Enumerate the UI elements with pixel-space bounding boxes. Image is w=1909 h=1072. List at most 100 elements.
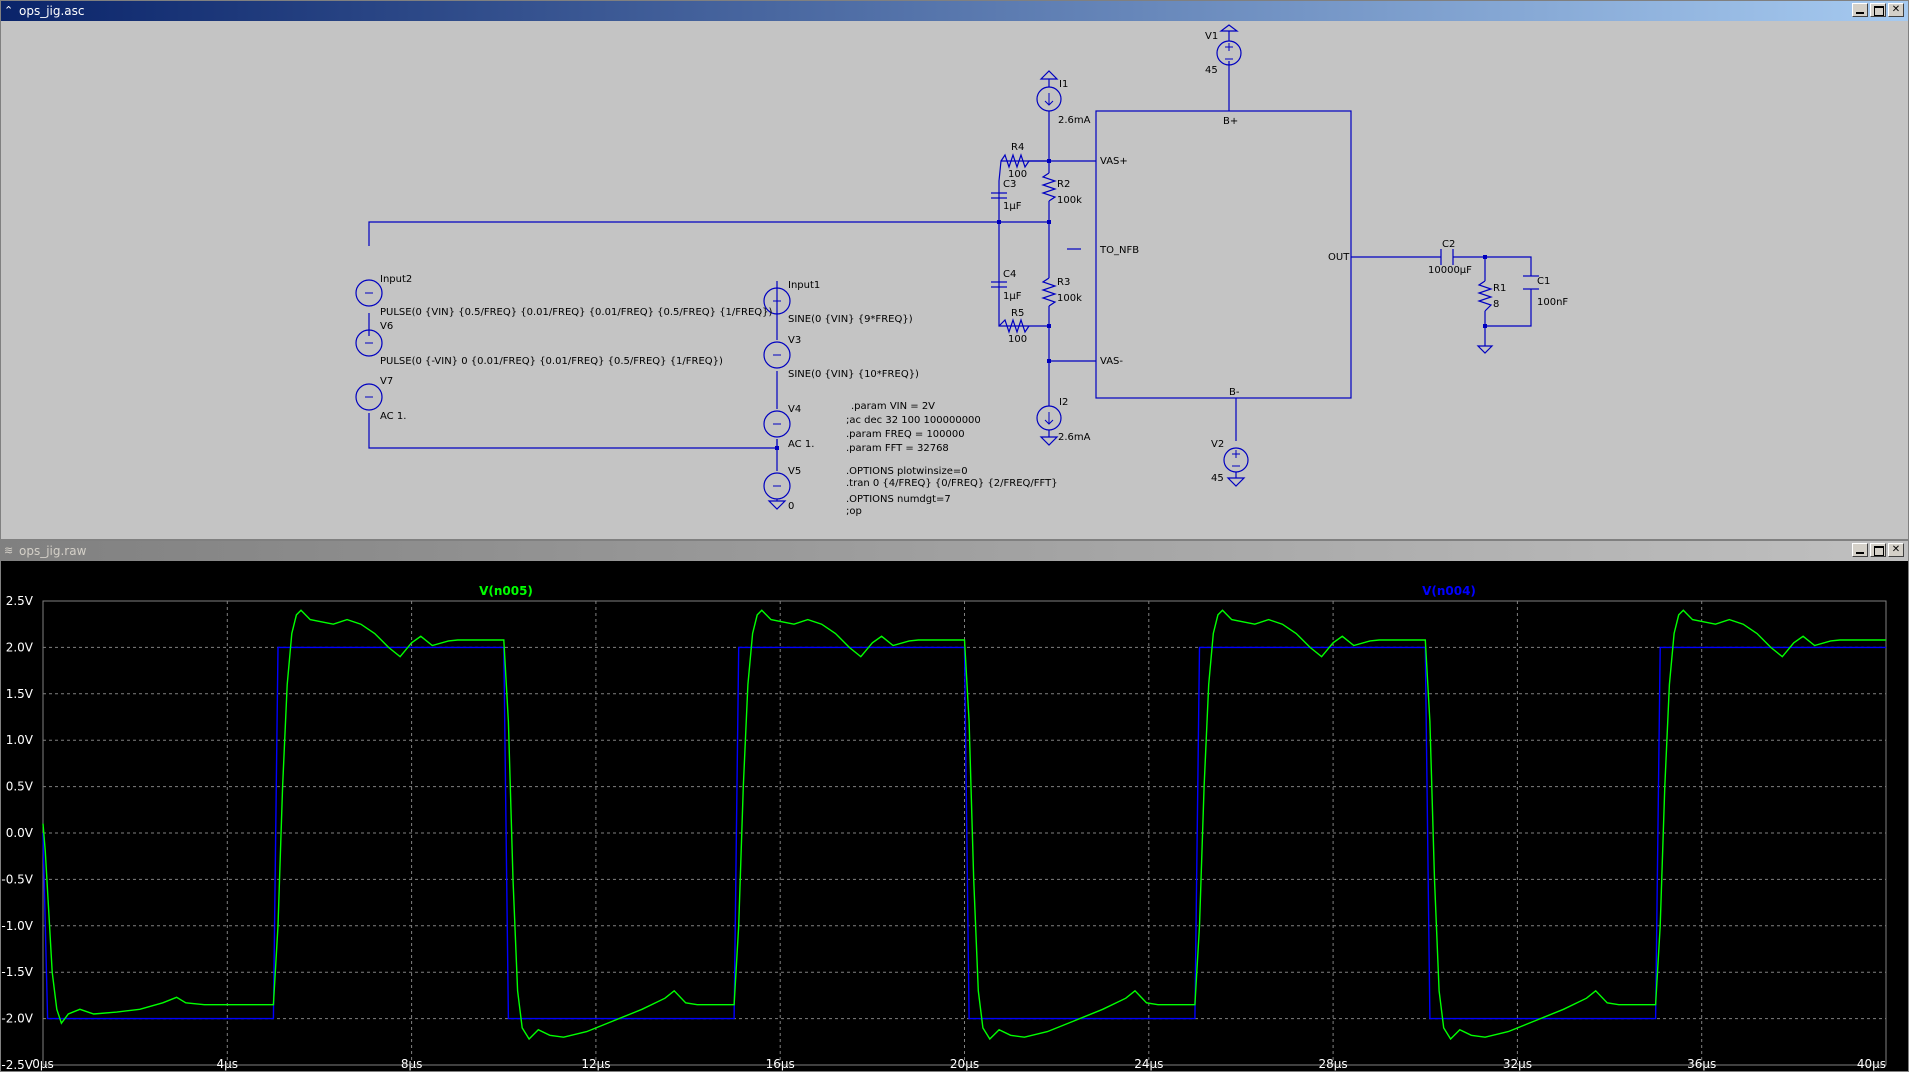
x-tick-label: 32µs [1503, 1057, 1532, 1071]
maximize-button[interactable] [1870, 543, 1886, 557]
supply-symbol [1039, 70, 1059, 80]
block-bplus: B+ [1223, 116, 1238, 127]
resistor-r4[interactable] [1000, 153, 1049, 169]
i1-value: 2.6mA [1058, 115, 1091, 126]
v3-name: V3 [788, 335, 801, 346]
minimize-button[interactable] [1852, 543, 1868, 557]
x-tick-label: 0µs [32, 1057, 54, 1071]
input2-label: Input2 [380, 274, 412, 285]
x-tick-label: 8µs [401, 1057, 423, 1071]
ground-icon [767, 500, 787, 510]
r2-name: R2 [1057, 179, 1070, 190]
r5-name: R5 [1011, 308, 1024, 319]
waveform-app-icon[interactable]: ≋ [4, 544, 14, 557]
c2-name: C2 [1442, 239, 1455, 250]
r1-value: 8 [1493, 299, 1499, 310]
v5-value: 0 [788, 501, 794, 512]
resistor-r2[interactable] [1041, 172, 1057, 202]
close-button[interactable]: ✕ [1888, 543, 1904, 557]
y-tick-label: 2.5V [6, 594, 34, 608]
close-button[interactable]: ✕ [1888, 3, 1904, 17]
c1-value: 100nF [1537, 297, 1568, 308]
schematic-canvas[interactable]: V1 45 V2 45 I1 2.6mA I2 2.6mA R4 100 R2 … [1, 21, 1908, 539]
minimize-button[interactable] [1852, 3, 1868, 17]
trace-vn005[interactable] [42, 609, 1886, 1041]
v6-name: V6 [380, 321, 393, 332]
r5-value: 100 [1008, 334, 1027, 345]
r3-name: R3 [1057, 277, 1070, 288]
y-tick-label: 0.0V [6, 826, 34, 840]
supply-symbol [1219, 24, 1239, 32]
v7-value: PULSE(0 {-VIN} 0 {0.01/FREQ} {0.01/FREQ}… [380, 356, 723, 367]
schematic-window[interactable]: ⌃ ops_jig.asc ✕ [0, 0, 1909, 540]
ground-icon [1476, 345, 1494, 354]
c4-value: 1µF [1003, 291, 1022, 302]
y-tick-label: 0.5V [6, 780, 34, 794]
spice-directives[interactable]: .param VIN = 2V ;ac dec 32 100 100000000… [846, 401, 1058, 517]
maximize-button[interactable] [1870, 3, 1886, 17]
waveform-titlebar[interactable]: ≋ ops_jig.raw ✕ [1, 541, 1908, 561]
x-tick-label: 20µs [950, 1057, 979, 1071]
wire-vasm [1048, 306, 1096, 362]
c1-name: C1 [1537, 276, 1550, 287]
x-tick-label: 4µs [217, 1057, 239, 1071]
ground-icon [1039, 436, 1059, 446]
y-tick-label: 1.0V [6, 733, 34, 747]
y-tick-label: 2.0V [6, 640, 34, 654]
v5-name: V5 [788, 466, 801, 477]
y-tick-label: -2.0V [1, 1012, 33, 1026]
y-tick-label: -1.0V [1, 919, 33, 933]
v7-ac: AC 1. [380, 411, 406, 422]
voltage-source-v4[interactable] [763, 410, 791, 438]
block-out: OUT [1328, 252, 1350, 263]
r4-name: R4 [1011, 142, 1024, 153]
directive-line: ;ac dec 32 100 100000000 [846, 415, 981, 426]
waveform-plot[interactable]: 2.5V2.0V1.5V1.0V0.5V0.0V-0.5V-1.0V-1.5V-… [1, 561, 1908, 1072]
voltage-source-input1[interactable] [763, 287, 791, 315]
block-vas-minus: VAS- [1100, 356, 1123, 367]
directive-line: .tran 0 {4/FREQ} {0/FREQ} {2/FREQ/FFT} [846, 478, 1058, 489]
wire-input2-top [368, 221, 1049, 246]
schematic-window-title: ops_jig.asc [19, 4, 85, 18]
directive-line: .param VIN = 2V [851, 401, 935, 412]
directive-line: ;op [846, 506, 862, 517]
voltage-source-v7[interactable] [355, 383, 383, 411]
r2-value: 100k [1057, 195, 1082, 206]
v2-name: V2 [1211, 439, 1224, 450]
c2-value: 10000µF [1428, 265, 1472, 276]
r4-value: 100 [1008, 169, 1027, 180]
amplifier-block[interactable] [1095, 110, 1352, 399]
v4-ac: AC 1. [788, 439, 814, 450]
wire-bottom-left [368, 413, 777, 449]
i1-name: I1 [1059, 79, 1068, 90]
voltage-source-input2[interactable] [355, 279, 383, 307]
x-tick-label: 12µs [581, 1057, 610, 1071]
i2-name: I2 [1059, 397, 1068, 408]
wire-c3-r4 [998, 160, 1049, 222]
trace-legend-label[interactable]: V(n005) [479, 584, 533, 598]
v4-name: V4 [788, 404, 801, 415]
resistor-r1[interactable] [1477, 280, 1493, 312]
directive-line: .OPTIONS numdgt=7 [846, 494, 951, 505]
i2-value: 2.6mA [1058, 432, 1091, 443]
directive-line: .OPTIONS plotwinsize=0 [846, 466, 968, 477]
voltage-source-v6[interactable] [355, 329, 383, 357]
wire-c2-c1 [1453, 256, 1532, 276]
x-tick-label: 28µs [1319, 1057, 1348, 1071]
voltage-source-v3[interactable] [763, 341, 791, 369]
schematic-titlebar[interactable]: ⌃ ops_jig.asc ✕ [1, 1, 1908, 21]
v1-name: V1 [1205, 31, 1218, 42]
v6-value: PULSE(0 {VIN} {0.5/FREQ} {0.01/FREQ} {0.… [380, 307, 773, 318]
window-menu-icon[interactable]: ⌃ [4, 4, 14, 17]
v1-value: 45 [1205, 65, 1218, 76]
trace-legend-label[interactable]: V(n004) [1422, 584, 1476, 598]
resistor-r5[interactable] [998, 318, 1030, 334]
ground-icon [1226, 477, 1246, 487]
c3-name: C3 [1003, 179, 1016, 190]
block-to-nfb: TO_NFB [1099, 245, 1139, 256]
c4-name: C4 [1003, 269, 1016, 280]
r3-value: 100k [1057, 293, 1082, 304]
resistor-r3[interactable] [1041, 277, 1057, 307]
